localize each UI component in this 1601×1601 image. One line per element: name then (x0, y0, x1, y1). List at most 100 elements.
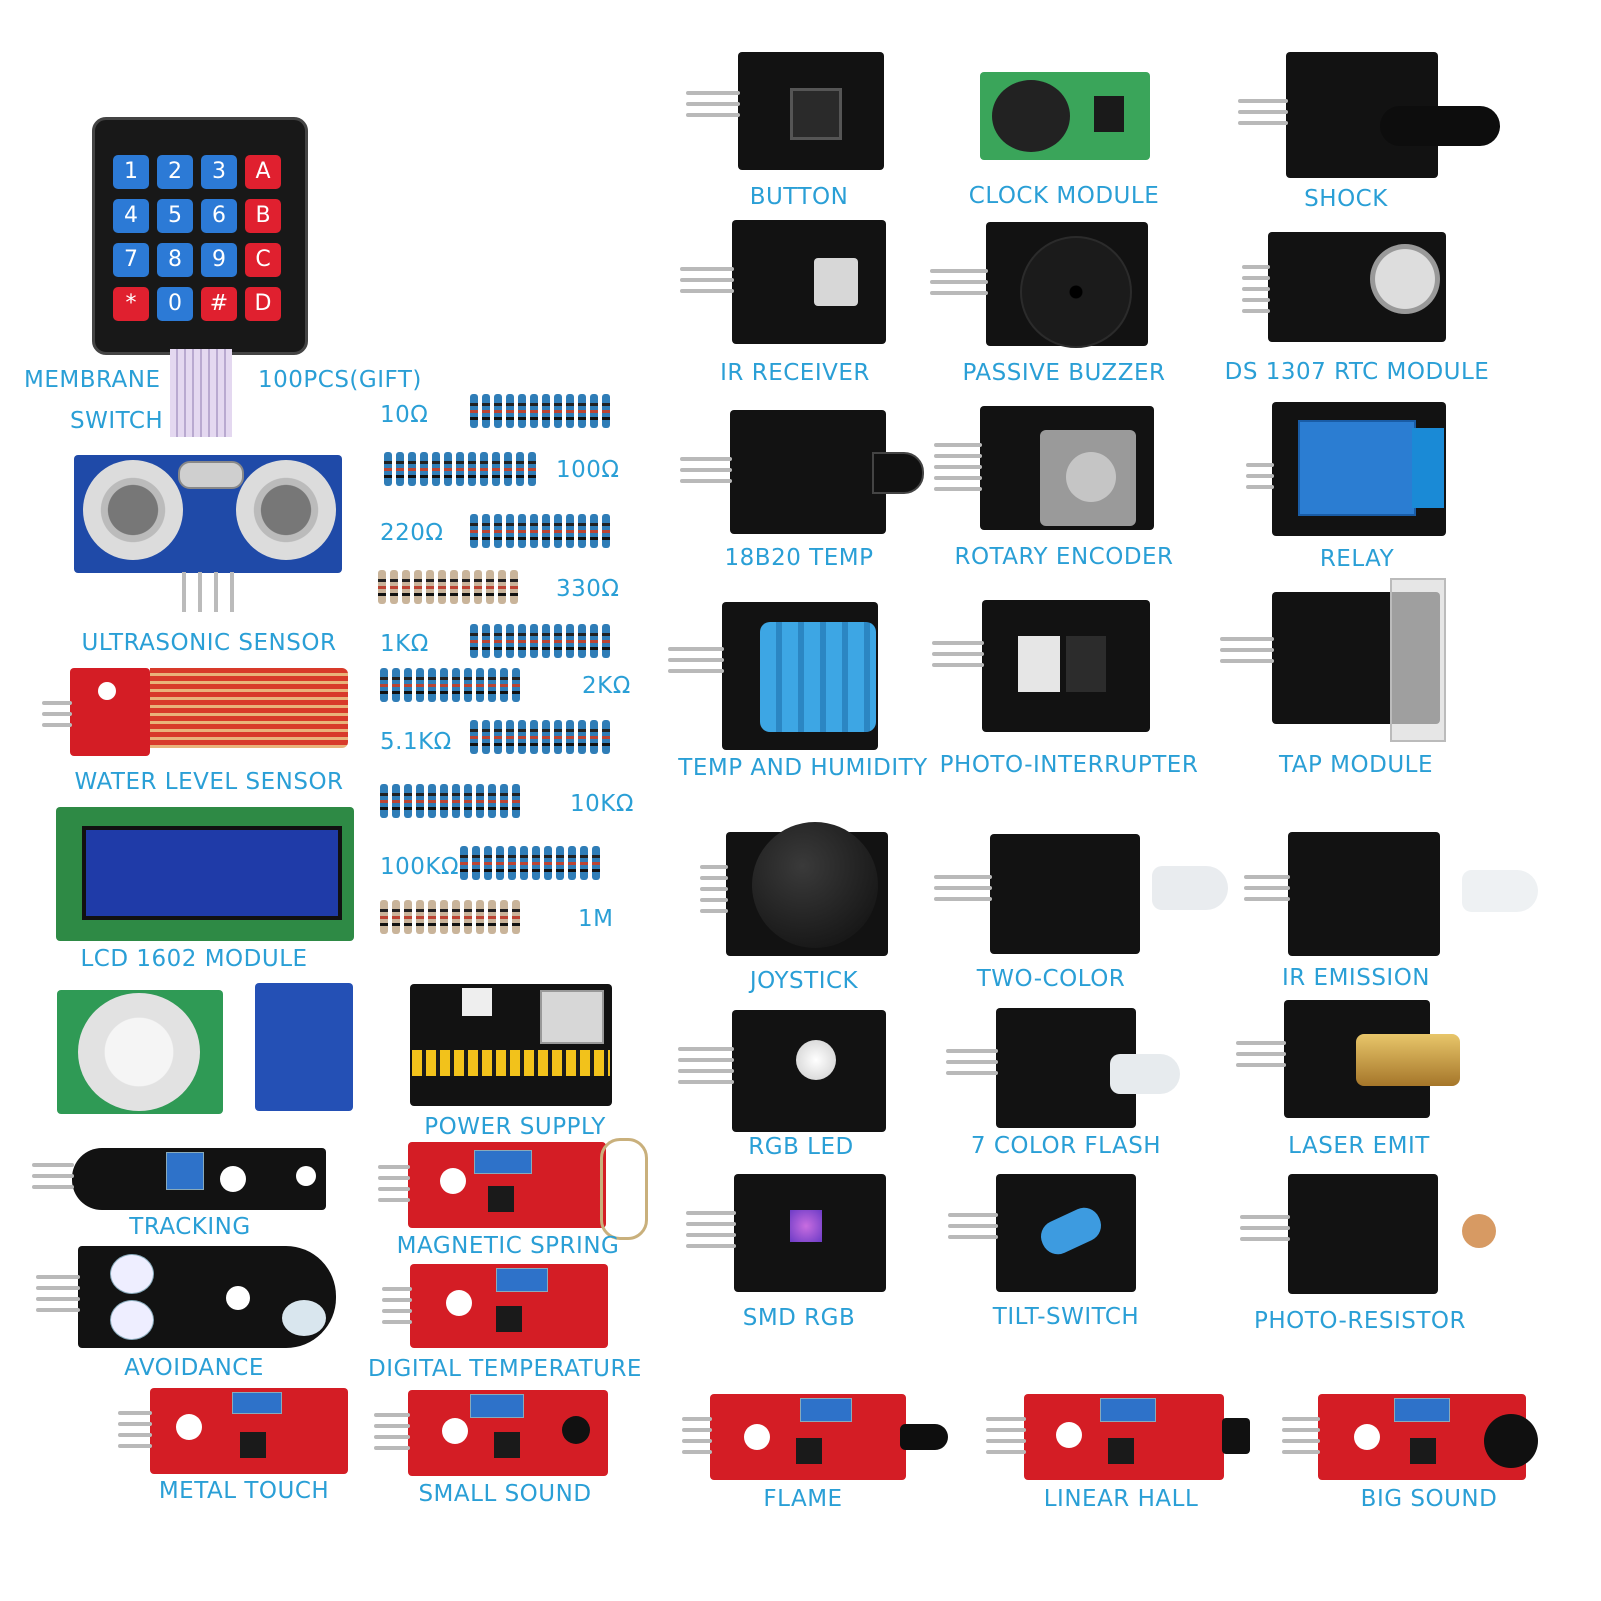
metal-touch-hole (176, 1414, 202, 1440)
resistor (456, 444, 464, 494)
keypad-key[interactable]: 7 (113, 243, 149, 277)
resistor (602, 386, 610, 436)
linear-hall-chip (1108, 1438, 1134, 1464)
avoidance-hole (226, 1286, 250, 1310)
gy-board (255, 983, 353, 1111)
resistor (482, 712, 490, 762)
avoidance-ir-led (282, 1300, 326, 1336)
resistor (460, 838, 468, 888)
resistor (542, 616, 550, 666)
label-ir-emission: IR EMISSION (1281, 965, 1431, 991)
label-small-sound: SMALL SOUND (418, 1481, 592, 1507)
resistor (428, 892, 436, 942)
label-res-100: 100Ω (556, 457, 620, 483)
resistor (402, 562, 410, 612)
resistor (506, 616, 514, 666)
linear-hall-pot (1100, 1398, 1156, 1422)
resistor (488, 892, 496, 942)
tracking-hole (220, 1166, 246, 1192)
label-res-1m: 1M (578, 906, 614, 932)
shock-pins (1238, 92, 1288, 132)
ultrasonic-crystal (178, 461, 244, 489)
resistor (590, 712, 598, 762)
keypad-key[interactable]: B (245, 199, 281, 233)
label-rotary-encoder: ROTARY ENCODER (954, 544, 1174, 570)
resistor (518, 506, 526, 556)
two-color-led (1152, 866, 1228, 910)
resistor (578, 616, 586, 666)
resistor (464, 660, 472, 710)
ir-receiver-board (732, 220, 886, 344)
resistor (494, 616, 502, 666)
keypad-key[interactable]: 4 (113, 199, 149, 233)
resistor (530, 506, 538, 556)
resistor (602, 616, 610, 666)
label-res-2k: 2KΩ (582, 673, 631, 699)
keypad-key[interactable]: 1 (113, 155, 149, 189)
resistor (542, 712, 550, 762)
resistor (452, 776, 460, 826)
resistor (452, 660, 460, 710)
label-res-5k1: 5.1KΩ (380, 729, 452, 755)
label-temp-18b20: 18B20 TEMP (724, 545, 874, 571)
label-res-1k: 1KΩ (380, 631, 429, 657)
label-magnetic-spring: MAGNETIC SPRING (396, 1233, 620, 1259)
keypad-key[interactable]: * (113, 287, 149, 321)
resistor (476, 776, 484, 826)
resistor (440, 660, 448, 710)
rgb-led-bulb (796, 1040, 836, 1080)
resistor (602, 506, 610, 556)
small-sound-chip (494, 1432, 520, 1458)
resistor (494, 506, 502, 556)
resistor (384, 444, 392, 494)
keypad-key[interactable]: C (245, 243, 281, 277)
keypad-key[interactable]: 6 (201, 199, 237, 233)
label-water-level: WATER LEVEL SENSOR (74, 769, 344, 795)
keypad-key[interactable]: 3 (201, 155, 237, 189)
label-passive-buzzer: PASSIVE BUZZER (962, 360, 1166, 386)
keypad-key[interactable]: 2 (157, 155, 193, 189)
resistor (580, 838, 588, 888)
water-level-hole (98, 682, 116, 700)
big-sound-chip (1410, 1438, 1436, 1464)
resistor (566, 506, 574, 556)
big-sound-pot (1394, 1398, 1450, 1422)
resistor (416, 660, 424, 710)
resistor (468, 444, 476, 494)
keypad-key[interactable]: 0 (157, 287, 193, 321)
keypad-key[interactable]: A (245, 155, 281, 189)
resistor (470, 506, 478, 556)
avoidance-pot-1 (110, 1254, 154, 1294)
resistor (484, 838, 492, 888)
resistor (440, 776, 448, 826)
photo-resistor-cell (1462, 1214, 1496, 1248)
keypad-key[interactable]: 5 (157, 199, 193, 233)
keypad-key[interactable]: 8 (157, 243, 193, 277)
keypad-key[interactable]: D (245, 287, 281, 321)
keypad-key[interactable]: 9 (201, 243, 237, 277)
resistor (590, 506, 598, 556)
water-level-pins (42, 694, 72, 734)
avoidance-pins (36, 1268, 80, 1319)
ir-receiver-pins (680, 260, 734, 300)
rotary-encoder-knob (1066, 452, 1116, 502)
resistor (498, 562, 506, 612)
resistor (450, 562, 458, 612)
flame-sensor (900, 1424, 948, 1450)
resistor (420, 444, 428, 494)
digital-temperature-pot (496, 1268, 548, 1292)
water-level-traces (150, 668, 348, 748)
tracking-pot (166, 1152, 204, 1190)
keypad-key[interactable]: # (201, 287, 237, 321)
label-linear-hall: LINEAR HALL (1043, 1486, 1199, 1512)
resistor (416, 776, 424, 826)
resistor (488, 776, 496, 826)
resistor (566, 386, 574, 436)
resistor (476, 892, 484, 942)
resistor (482, 386, 490, 436)
resistor (404, 776, 412, 826)
label-membrane-line1: MEMBRANE (24, 367, 161, 393)
small-sound-mic (562, 1416, 590, 1444)
label-shock: SHOCK (1304, 186, 1388, 212)
small-sound-pot (470, 1394, 524, 1418)
